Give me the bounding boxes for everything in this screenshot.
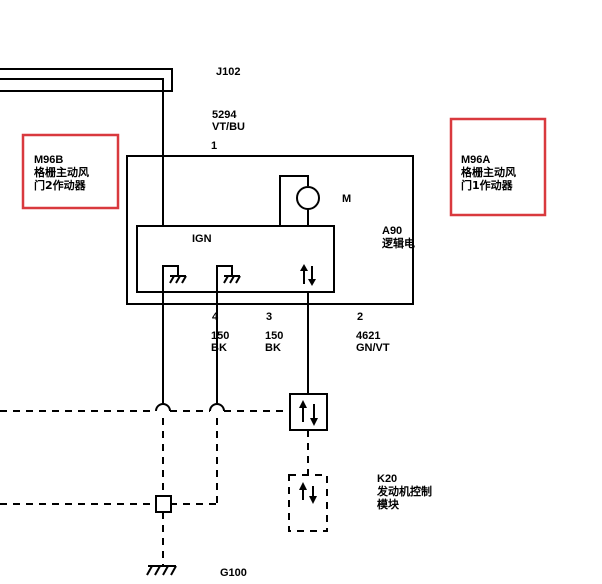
m96b-highlight-box — [21, 133, 120, 210]
ground-icon — [162, 265, 187, 292]
m96a-id: M96A — [461, 154, 490, 166]
wire-pin3-color: BK — [265, 342, 281, 354]
wire-pin2-color: GN/VT — [356, 342, 390, 354]
m96a-highlight-box — [449, 117, 547, 217]
pin-2-label: 2 — [357, 311, 363, 323]
ign-label: IGN — [192, 233, 212, 245]
logic-module-box — [136, 225, 335, 293]
bidirectional-arrow-icon — [300, 264, 316, 286]
k20-module-box — [288, 474, 328, 532]
m96b-name-line2: 门2作动器 — [34, 178, 87, 192]
a90-id: A90 — [382, 225, 402, 237]
g100-label: G100 — [220, 567, 247, 579]
j102-label: J102 — [216, 66, 240, 78]
bidirectional-arrow-icon — [299, 400, 318, 426]
motor-label: M — [342, 193, 351, 205]
a90-name: 逻辑电 — [382, 236, 415, 250]
wire-pin3-circuit: 150 — [265, 330, 283, 342]
wire-pin4-circuit: 150 — [211, 330, 229, 342]
j102-bus — [0, 68, 173, 226]
wire-pin2-circuit: 4621 — [356, 330, 380, 342]
wire-pin4-color: BK — [211, 342, 227, 354]
pin-1-label: 1 — [211, 140, 217, 152]
splice-square — [155, 495, 172, 513]
ground-icon — [216, 265, 241, 292]
actuator-housing — [126, 155, 414, 305]
pin-3-label: 3 — [266, 311, 272, 323]
pin-4-label: 4 — [212, 311, 219, 323]
dashed-bus-top — [0, 403, 290, 412]
k20-id: K20 — [377, 473, 397, 485]
m96b-name-line1: 格栅主动风 — [34, 165, 89, 179]
wire-top-circuit: 5294 — [212, 109, 237, 121]
k20-name-line1: 发动机控制 — [376, 484, 432, 498]
bidirectional-arrow-icon — [299, 482, 317, 504]
motor-symbol — [279, 175, 320, 226]
k20-name-line2: 模块 — [377, 497, 400, 511]
m96a-name-line2: 门1作动器 — [461, 178, 514, 192]
ground-icon — [146, 565, 177, 576]
m96b-id: M96B — [34, 154, 63, 166]
wire-top-color: VT/BU — [212, 121, 245, 133]
signal-connector-box — [289, 393, 328, 431]
m96a-name-line1: 格栅主动风 — [461, 165, 516, 179]
